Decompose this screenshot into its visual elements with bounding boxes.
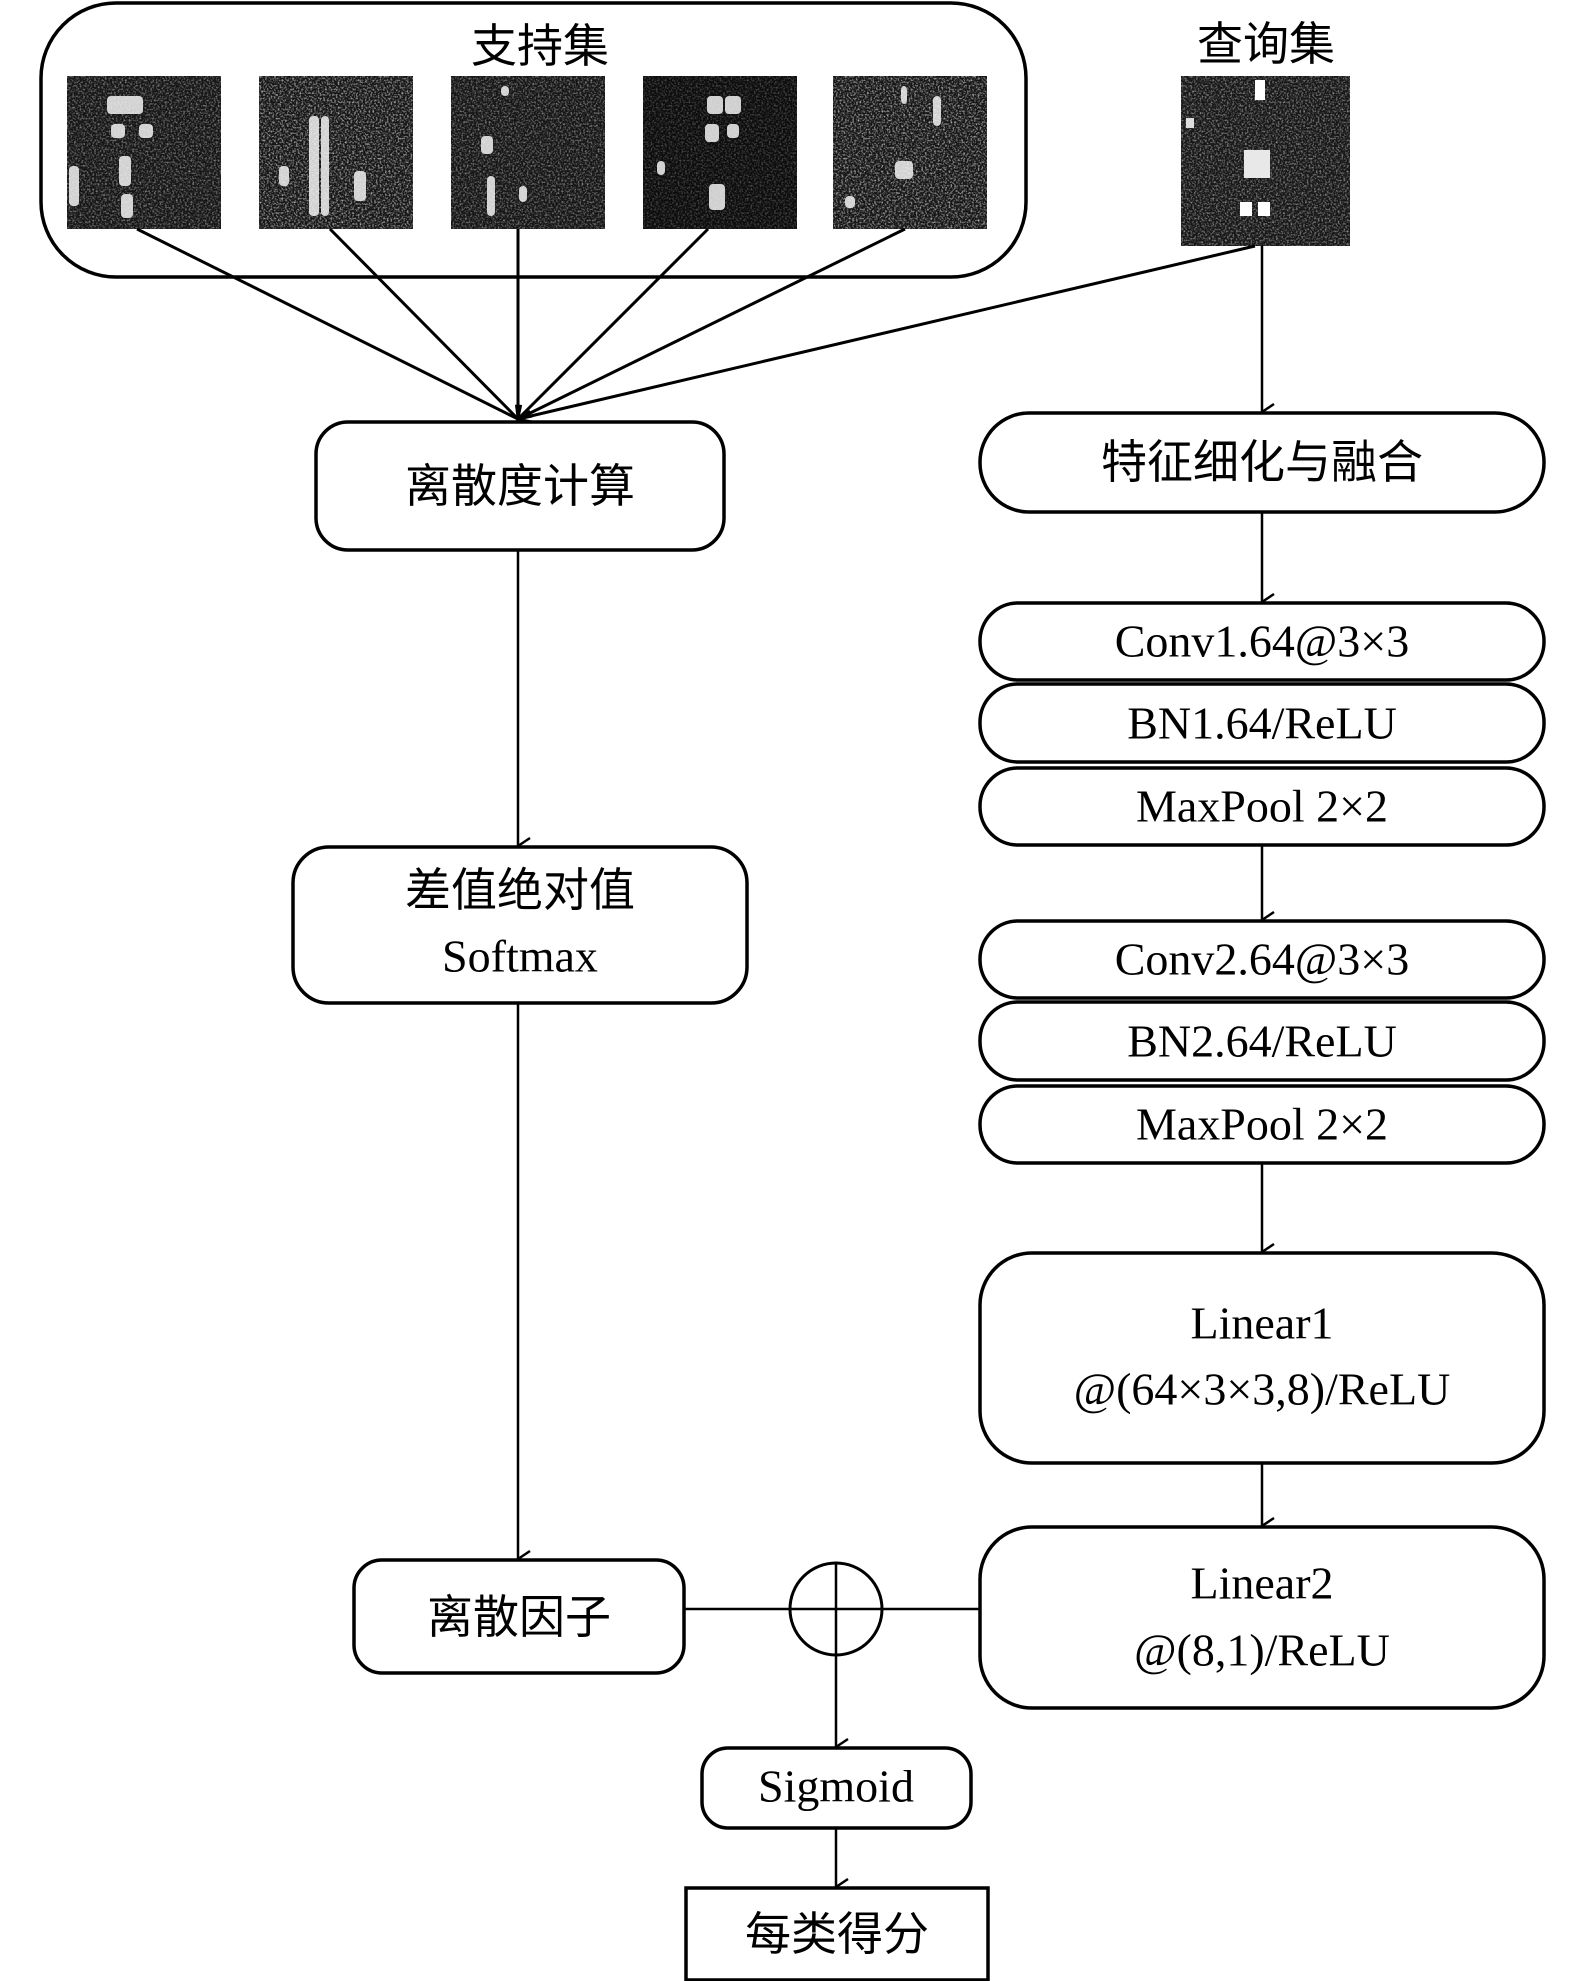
support-image <box>643 76 797 229</box>
conv-block-1: Conv1.64@3×3 BN1.64/ReLU MaxPool 2×2 <box>978 601 1546 847</box>
linear2-node: Linear2 @(8,1)/ReLU <box>978 1525 1546 1710</box>
dispersion-factor-node: 离散因子 <box>352 1558 686 1675</box>
abs-diff-label: 差值绝对值 <box>405 863 635 917</box>
output-label: 每类得分 <box>745 1907 929 1961</box>
dispersion-calc-label: 离散度计算 <box>405 459 635 513</box>
dispersion-calc-node: 离散度计算 <box>314 420 726 552</box>
support-image <box>451 76 605 229</box>
edge-query-to-dispersion <box>518 244 1256 419</box>
support-images <box>67 76 987 229</box>
maxpool1-label: MaxPool 2×2 <box>1136 781 1388 832</box>
support-set-frame <box>39 1 1028 279</box>
edge-support-1 <box>136 227 518 419</box>
edge-support-4 <box>518 227 710 419</box>
bn1-label: BN1.64/ReLU <box>1127 698 1397 749</box>
conv2-node <box>978 919 1546 1000</box>
linear1-node: Linear1 @(64×3×3,8)/ReLU <box>978 1251 1546 1465</box>
feature-refine-label: 特征细化与融合 <box>1101 435 1423 489</box>
linear1-params: @(64×3×3,8)/ReLU <box>1074 1364 1451 1415</box>
merge-add-icon <box>788 1561 884 1657</box>
conv1-label: Conv1.64@3×3 <box>1115 616 1410 667</box>
abs-diff-softmax-node: 差值绝对值 Softmax <box>291 845 749 1005</box>
output-node: 每类得分 <box>684 1886 990 1981</box>
conv2-label: Conv2.64@3×3 <box>1115 934 1410 985</box>
support-image <box>67 76 221 229</box>
edge-support-5 <box>518 227 906 419</box>
support-image <box>833 76 987 229</box>
dispersion-factor-label: 离散因子 <box>427 1590 611 1644</box>
support-image <box>259 76 413 229</box>
bn1-node <box>978 682 1546 764</box>
maxpool2-label: MaxPool 2×2 <box>1136 1099 1388 1150</box>
feature-refine-node: 特征细化与融合 <box>978 411 1546 514</box>
edge-support-2 <box>328 227 518 419</box>
sigmoid-node: Sigmoid <box>700 1746 973 1830</box>
conv1-node <box>978 601 1546 682</box>
bn2-node <box>978 1000 1546 1082</box>
support-set-title: 支持集 <box>471 19 609 73</box>
sigmoid-label: Sigmoid <box>758 1761 914 1812</box>
conv-block-2: Conv2.64@3×3 BN2.64/ReLU MaxPool 2×2 <box>978 919 1546 1165</box>
query-set-group: 查询集 <box>1181 17 1350 246</box>
linear2-label: Linear2 <box>1190 1558 1333 1609</box>
query-set-title: 查询集 <box>1197 17 1335 71</box>
linear2-params: @(8,1)/ReLU <box>1134 1625 1390 1676</box>
bn2-label: BN2.64/ReLU <box>1127 1016 1397 1067</box>
softmax-label: Softmax <box>442 931 598 982</box>
support-set-group: 支持集 <box>39 1 1028 279</box>
linear1-label: Linear1 <box>1190 1298 1333 1349</box>
query-image <box>1181 76 1350 246</box>
support-to-dispersion-edges <box>136 227 1256 419</box>
